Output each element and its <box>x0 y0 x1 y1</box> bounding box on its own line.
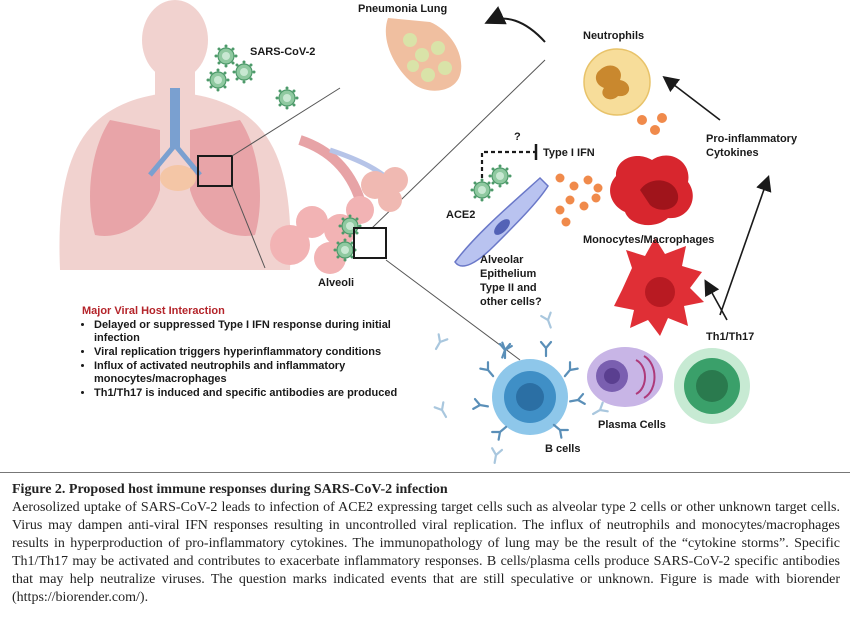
label-plasma-cells: Plasma Cells <box>598 419 666 431</box>
cytokine-dot-icon <box>555 113 667 227</box>
caption-divider <box>0 472 850 473</box>
figure-illustration: Pneumonia Lung SARS-CoV-2 Neutrophils Pr… <box>0 0 850 472</box>
plasma-cell-icon <box>587 347 663 407</box>
label-sars-cov-2: SARS-CoV-2 <box>250 46 316 58</box>
label-th1-th17: Th1/Th17 <box>706 331 755 343</box>
interaction-item: Influx of activated neutrophils and infl… <box>94 360 422 386</box>
label-monocytes-macrophages: Monocytes/Macrophages <box>583 234 715 246</box>
caption-title: Figure 2. Proposed host immune responses… <box>12 482 448 497</box>
viral-host-interaction-list: Major Viral Host Interaction Delayed or … <box>82 305 422 401</box>
label-alveoli: Alveoli <box>318 277 355 289</box>
macrophage-icon <box>614 238 704 336</box>
interaction-item: Viral replication triggers hyperinflamma… <box>94 346 422 359</box>
interaction-title: Major Viral Host Interaction <box>82 305 225 317</box>
label-type-i-ifn: Type I IFN <box>543 147 595 159</box>
label-neutrophils: Neutrophils <box>583 30 645 42</box>
interaction-item: Delayed or suppressed Type I IFN respons… <box>94 319 422 345</box>
interaction-item: Th1/Th17 is induced and specific antibod… <box>94 387 422 400</box>
t-cell-icon <box>674 348 750 424</box>
label-pneumonia-lung: Pneumonia Lung <box>358 3 448 15</box>
epithelial-cell-icon <box>454 176 549 267</box>
human-torso-icon <box>59 0 291 270</box>
label-alveolar-epithelium: Alveolar Epithelium Type II and other ce… <box>480 254 542 308</box>
neutrophil-icon <box>583 48 651 116</box>
red-cell-icon <box>610 155 693 226</box>
label-question-mark: ? <box>514 131 521 143</box>
pneumonia-lung-icon <box>385 18 462 91</box>
label-ace2: ACE2 <box>446 209 476 221</box>
label-pro-inflammatory: Pro-inflammatory Cytokines <box>706 133 798 159</box>
alveoli-icon <box>270 135 408 274</box>
label-b-cells: B cells <box>545 443 581 455</box>
figure-caption: Figure 2. Proposed host immune responses… <box>12 481 840 607</box>
b-cell-icon <box>472 340 586 441</box>
caption-body: Aerosolized uptake of SARS-CoV-2 leads t… <box>12 500 840 605</box>
